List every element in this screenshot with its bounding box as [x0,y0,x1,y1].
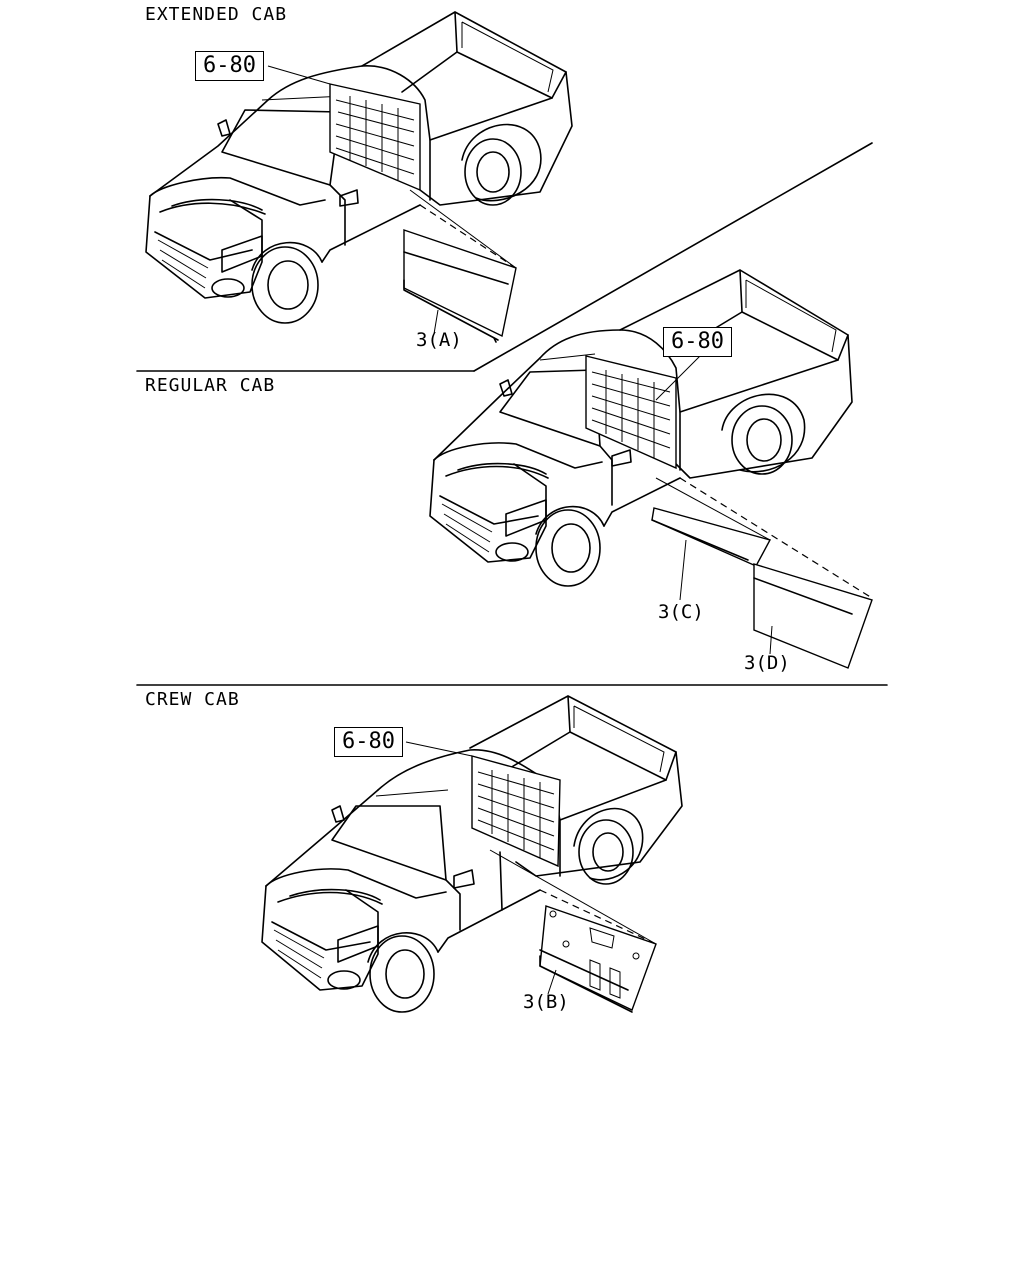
part-3c-strip [651,507,772,601]
section-dividers [136,142,888,686]
truck-regular-cab [429,269,873,599]
truck-extended-cab [145,11,573,324]
part-3d-panel [753,563,873,669]
part-3b-panel [539,905,657,1013]
ref-box-regular-6-80[interactable]: 6-80 [663,327,732,357]
section-title-regular-cab: REGULAR CAB [145,375,276,396]
part-label-3d[interactable]: 3(D) [744,652,790,674]
part-3a-panel [403,229,517,343]
section-title-crew-cab: CREW CAB [145,689,240,710]
ref-box-crew-6-80[interactable]: 6-80 [334,727,403,757]
section-title-extended-cab: EXTENDED CAB [145,4,288,25]
part-label-3c[interactable]: 3(C) [658,601,704,623]
part-label-3b[interactable]: 3(B) [523,991,569,1013]
truck-crew-cab [261,695,683,1013]
part-label-3a[interactable]: 3(A) [416,329,462,351]
ref-box-extended-6-80[interactable]: 6-80 [195,51,264,81]
